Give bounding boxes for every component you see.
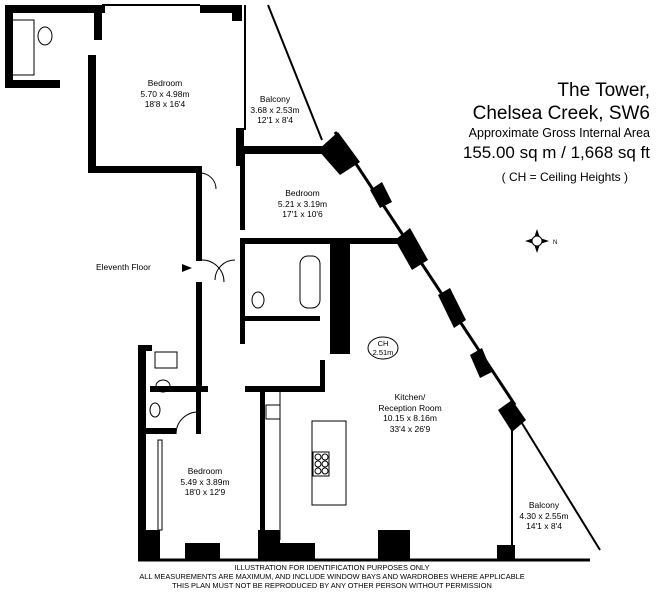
disclaimer-line-2: ALL MEASUREMENTS ARE MAXIMUM, AND INCLUD… xyxy=(139,572,525,581)
entrance-arrow-icon xyxy=(182,264,192,272)
north-compass-icon: N xyxy=(525,229,557,253)
disclaimer-line-1: ILLUSTRATION FOR IDENTIFICATION PURPOSES… xyxy=(234,563,430,572)
ceiling-note: ( CH = Ceiling Heights ) xyxy=(501,170,628,184)
area-label: Approximate Gross Internal Area xyxy=(468,126,650,140)
walls xyxy=(5,5,526,560)
lines xyxy=(10,4,601,562)
hob-icon xyxy=(312,451,330,477)
floor-label: Eleventh Floor xyxy=(96,262,151,272)
svg-text:N: N xyxy=(553,240,557,246)
disclaimer-line-3: THIS PLAN MUST NOT BE REPRODUCED BY ANY … xyxy=(172,581,492,590)
building-name: The Tower, xyxy=(557,80,650,101)
area-value: 155.00 sq m / 1,668 sq ft xyxy=(462,143,650,162)
ceiling-height-badge xyxy=(367,336,399,360)
location: Chelsea Creek, SW6 xyxy=(472,103,650,124)
